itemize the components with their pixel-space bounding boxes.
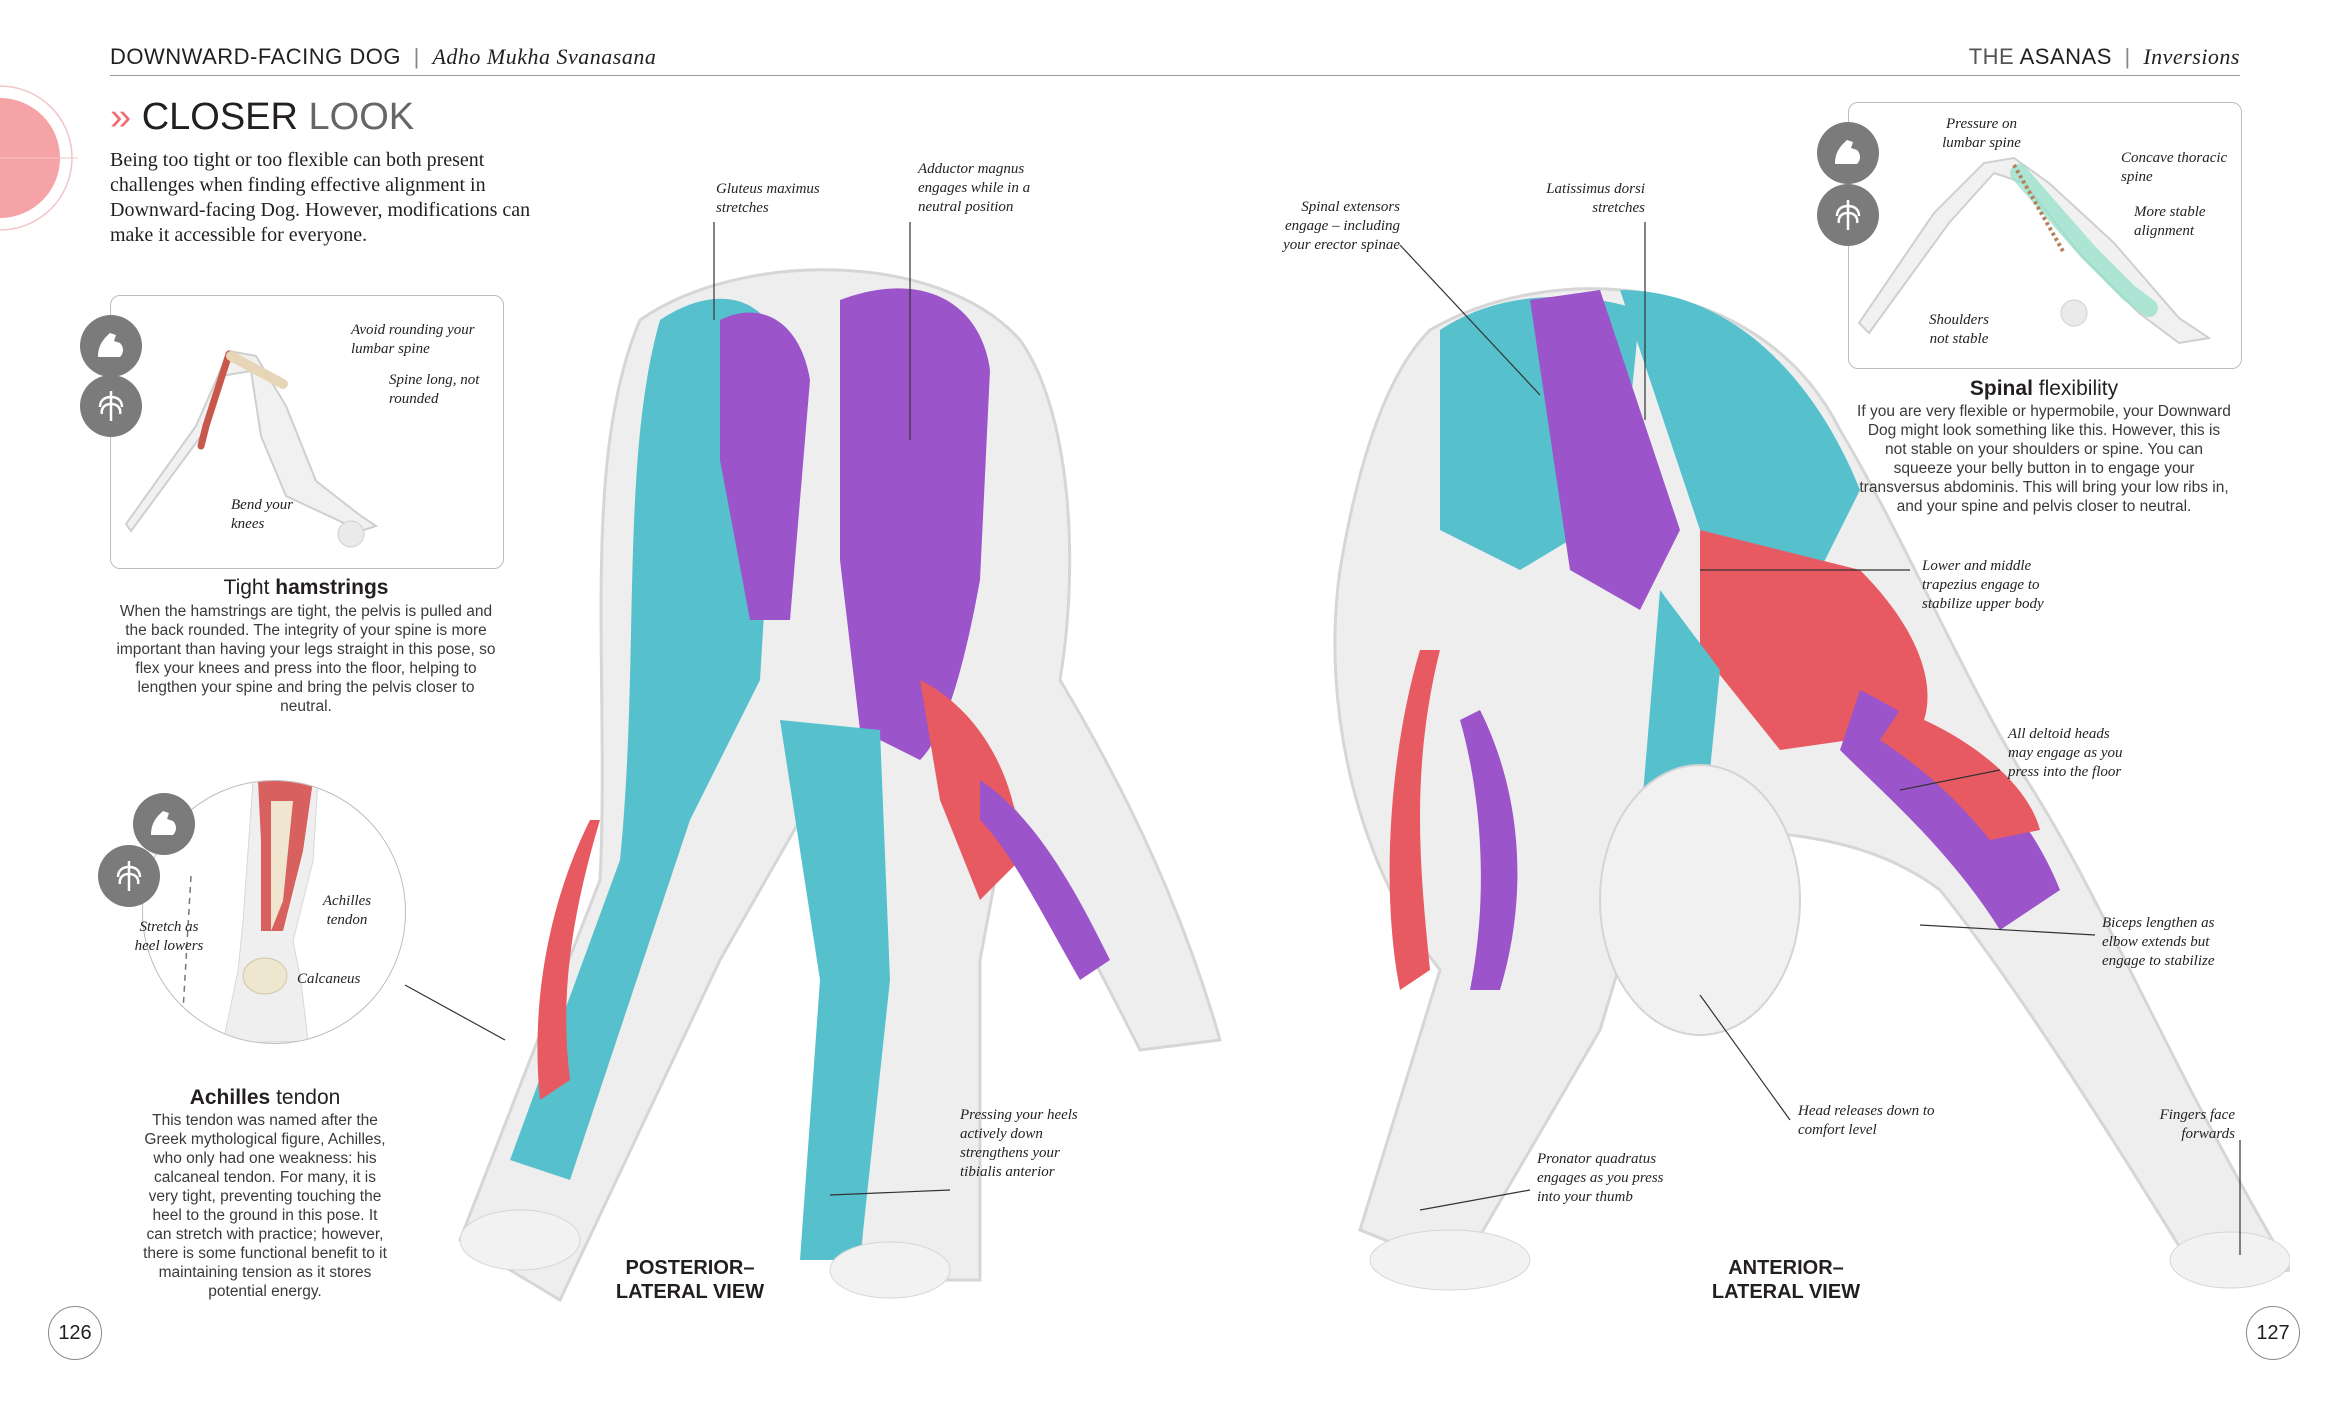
label-calcaneus: Calcaneus [297,971,361,987]
decorative-circle-icon [0,85,78,231]
section-title: ASANAS [2019,44,2112,69]
label-biceps: Biceps lengthen as elbow extends but eng… [2102,915,2215,969]
label-bend-knees: Bend your knees [231,497,294,532]
pose-name: DOWNWARD-FACING DOG [110,44,401,69]
label-adductor: Adductor magnus engages while in a neutr… [918,161,1031,215]
achilles-body: This tendon was named after the Greek my… [143,1112,387,1300]
closer-word: CLOSER [141,96,298,138]
anterior-view-label: ANTERIOR– LATERAL VIEW [1711,1257,1861,1303]
pose-sanskrit: Adho Mukha Svanasana [432,44,657,69]
muscle-arm-icon [133,793,195,855]
label-spine-long: Spine long, not rounded [389,372,480,407]
section-sub: Inversions [2143,44,2240,69]
chevron-icon: » [110,96,132,138]
label-concave-thoracic: Concave thoracic spine [2121,150,2228,185]
spinal-flexibility-title: Spinal flexibility [1969,377,2119,400]
label-pressing-heels: Pressing your heels actively down streng… [960,1107,1078,1180]
page-number-right: 127 [2246,1306,2300,1360]
posterior-view-label: POSTERIOR– LATERAL VIEW [615,1257,765,1303]
label-spinal-extensors: Spinal extensors engage – including your… [1283,199,1400,253]
ribcage-icon [1817,184,1879,246]
header-separator: | [413,44,420,69]
tight-hamstrings-title: Tight hamstrings [223,576,389,599]
label-deltoid: All deltoid heads may engage as you pres… [2008,726,2123,780]
label-pressure-lumbar: Pressure on lumbar spine [1942,116,2021,151]
ribcage-icon [80,375,142,437]
tight-hamstrings-inset: Avoid rounding your lumbar spine Spine l… [110,295,504,569]
tight-hamstrings-body: When the hamstrings are tight, the pelvi… [116,603,496,715]
intro-text: Being too tight or too flexible can both… [110,149,531,246]
muscle-arm-icon [1817,122,1879,184]
label-achilles-tendon: Achilles tendon [322,893,372,928]
label-stretch-heel: Stretch as heel lowers [134,919,204,954]
spinal-flexibility-inset: Pressure on lumbar spine Concave thoraci… [1848,102,2242,369]
achilles-title: Achilles tendon [189,1086,341,1109]
label-fingers: Fingers face forwards [2159,1107,2235,1142]
spinal-flexibility-body: If you are very flexible or hypermobile,… [1857,403,2231,515]
spinal-figure-illustration [1857,156,2212,345]
running-header-left: DOWNWARD-FACING DOG | Adho Mukha Svanasa… [110,44,656,70]
label-gluteus: Gluteus maximus stretches [716,181,820,216]
label-latissimus: Latissimus dorsi stretches [1546,181,1645,216]
header-separator: | [2124,44,2131,69]
page-number-left: 126 [48,1306,102,1360]
muscle-arm-icon [80,315,142,377]
closer-look-title: » CLOSER LOOK [110,96,414,139]
label-pronator: Pronator quadratus engages as you press … [1537,1151,1664,1205]
posterior-figure-illustration [458,268,1222,1303]
tight-figure-illustration [124,349,379,548]
ribcage-icon [98,845,160,907]
anterior-figure-illustration [1333,287,2290,1291]
label-avoid-rounding: Avoid rounding your lumbar spine [351,322,475,357]
label-trapezius: Lower and middle trapezius engage to sta… [1922,558,2044,612]
label-more-stable: More stable alignment [2134,204,2206,239]
look-word: LOOK [308,96,415,138]
running-header-right: THE ASANAS | Inversions [1969,44,2240,70]
label-head: Head releases down to comfort level [1798,1103,1935,1138]
label-shoulders-not-stable: Shoulders not stable [1929,312,1989,347]
header-rule [110,75,2240,76]
achilles-illustration [182,781,319,1043]
header-the: THE [1968,44,2015,69]
